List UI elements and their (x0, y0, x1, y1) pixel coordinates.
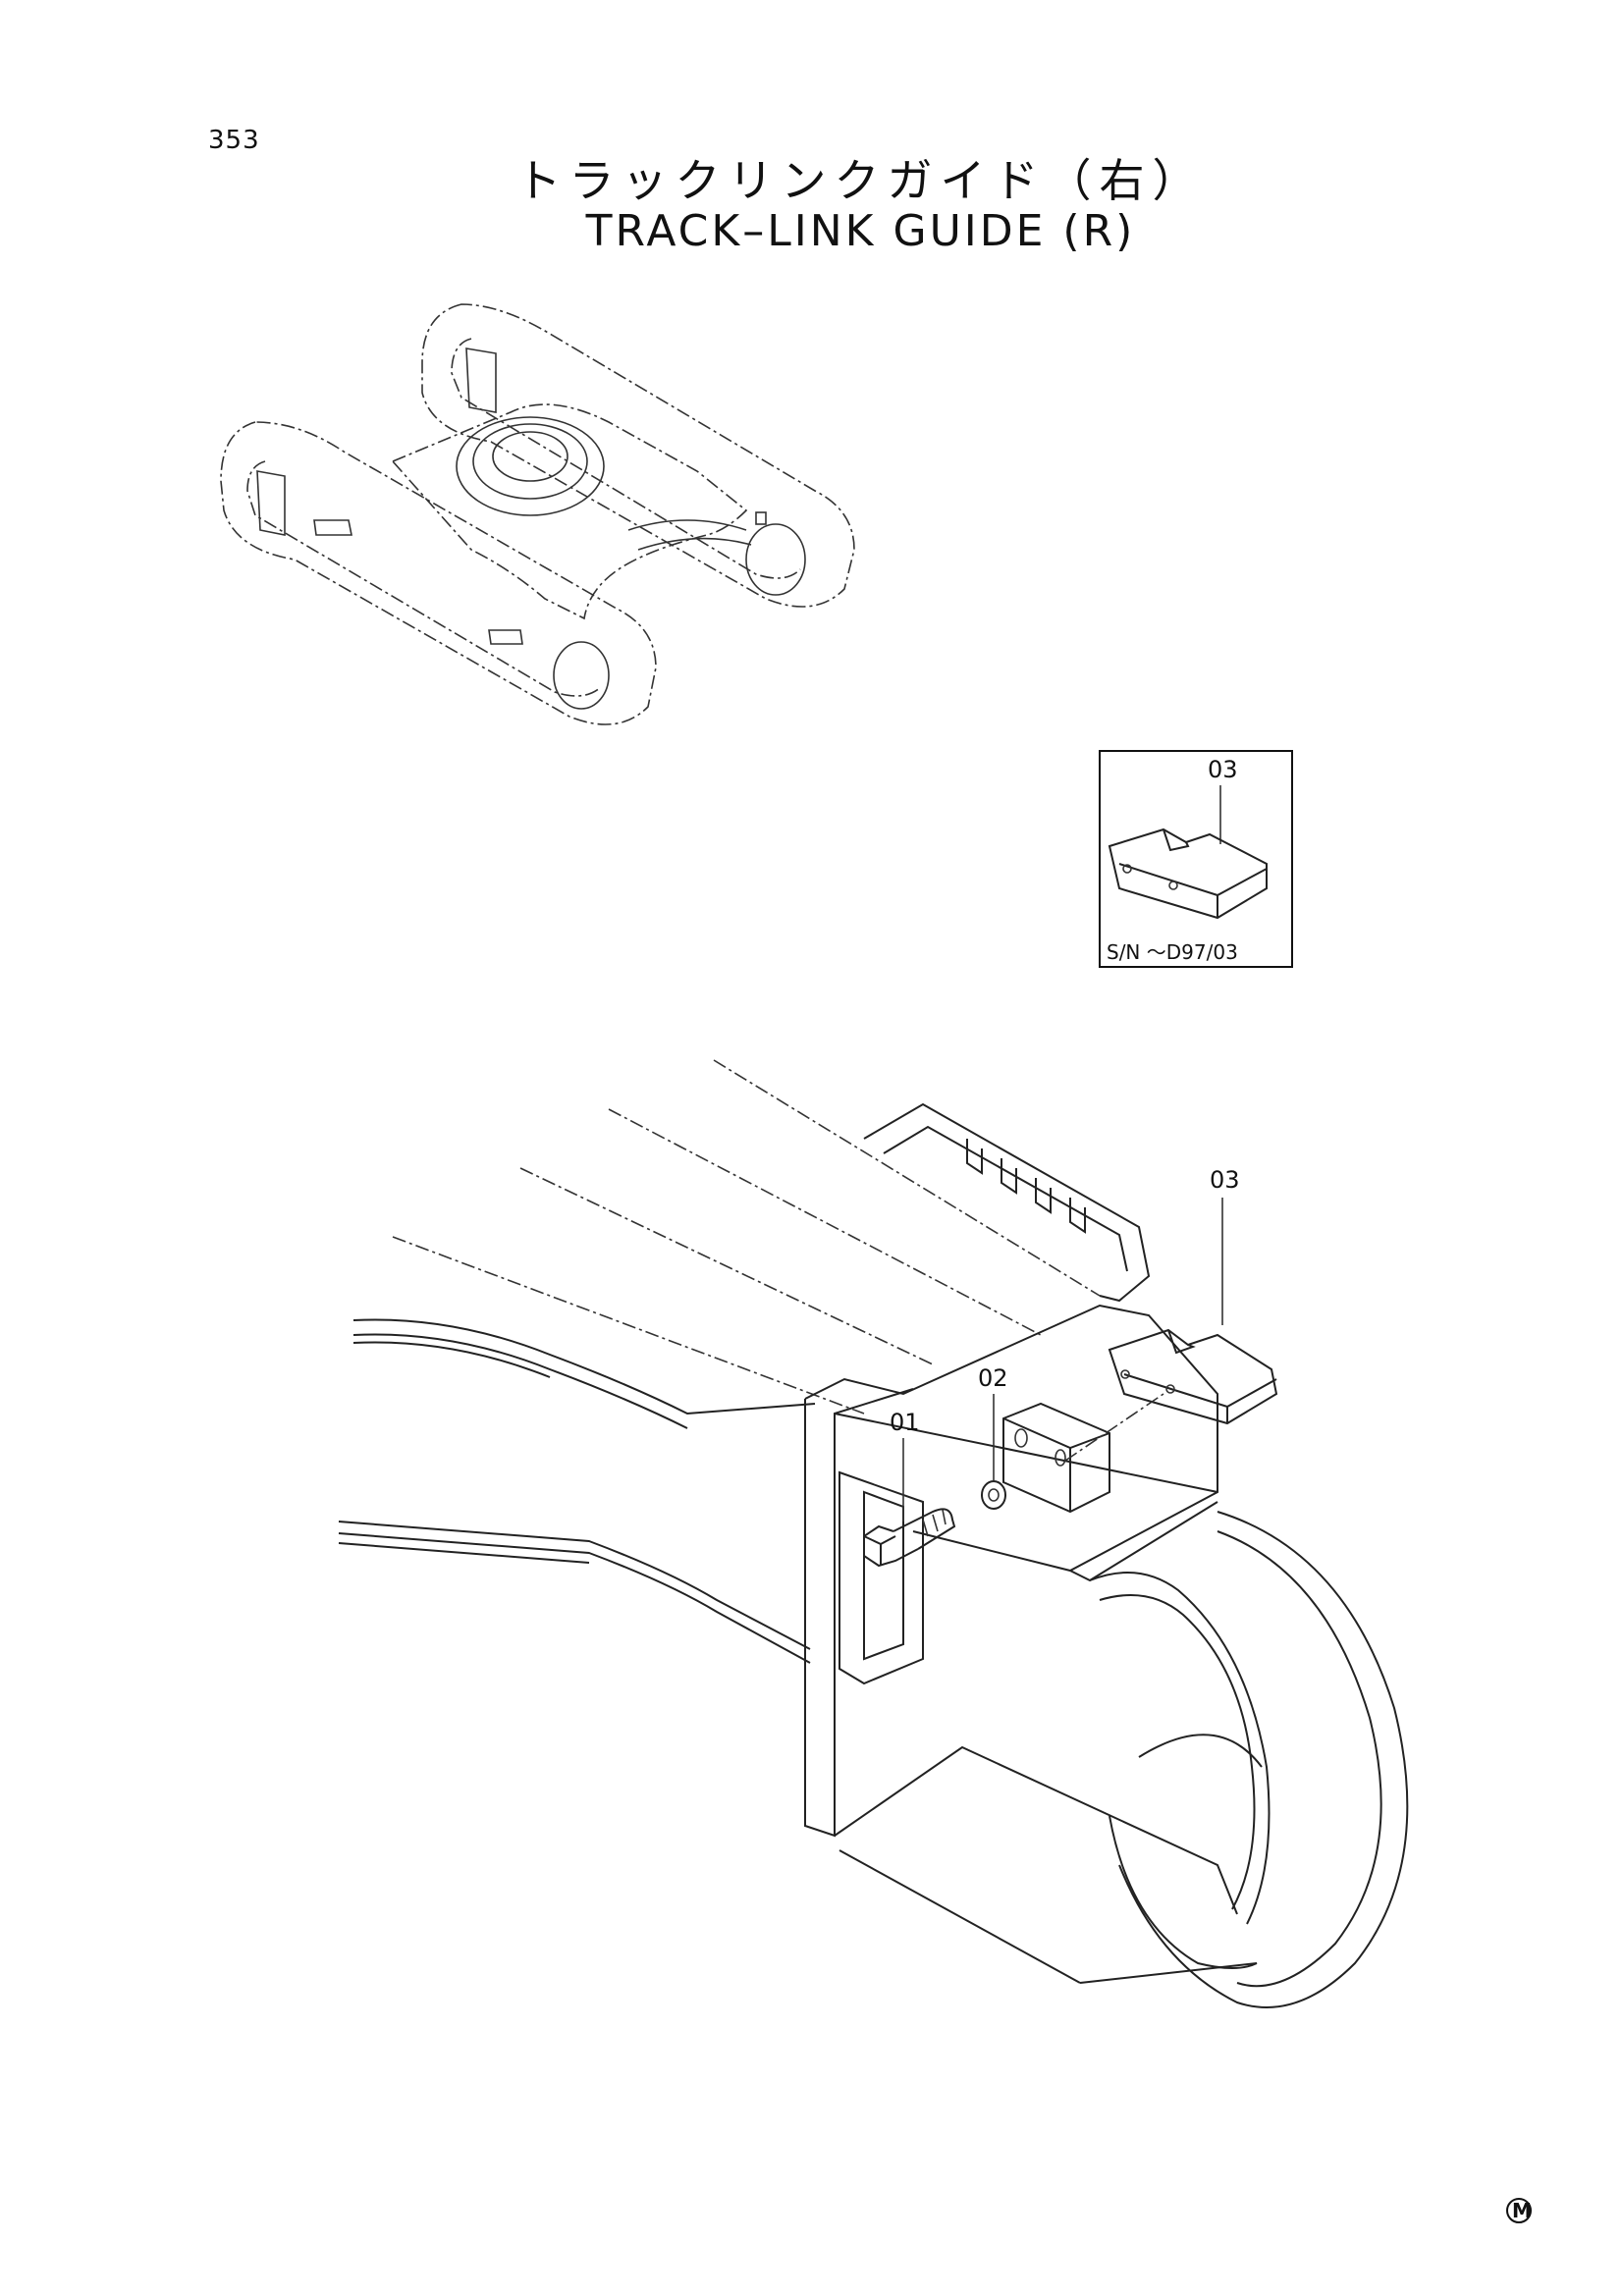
corner-mark: M (1506, 2198, 1532, 2223)
title-english: TRACK–LINK GUIDE (R) (585, 206, 1136, 256)
corner-mark-letter: M (1512, 2199, 1532, 2222)
inset-box: 03 S/N ～D97/03 (1099, 750, 1293, 968)
bolt-01: 01 (863, 1409, 956, 1568)
washer-02: 02 (978, 1364, 1008, 1510)
track-frame-end (338, 1059, 1409, 2008)
title-japanese: トラックリンクガイド（右） (515, 154, 1206, 207)
guide-part-03: 03 (1108, 1166, 1278, 1425)
inset-guide-part (1108, 828, 1268, 920)
undercarriage-overview (220, 303, 855, 725)
callout-03: 03 (1210, 1166, 1240, 1194)
callout-01: 01 (890, 1409, 920, 1436)
callout-02: 02 (978, 1364, 1008, 1392)
inset-serial-note: S/N ～D97/03 (1107, 940, 1238, 964)
spacer-block (1002, 1393, 1164, 1514)
inset-callout-03: 03 (1208, 756, 1238, 783)
page-number: 353 (208, 126, 260, 155)
